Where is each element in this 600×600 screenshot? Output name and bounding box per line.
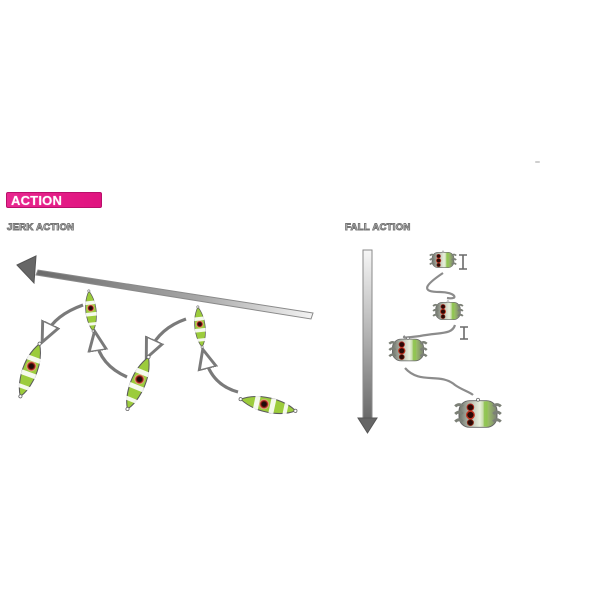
fall-lure-icon	[432, 299, 464, 321]
jerk-direction-arrow-icon	[16, 255, 314, 320]
action-section-badge: ACTION	[6, 192, 102, 208]
fall-lure-icon	[453, 396, 503, 429]
measure-marker-icon	[459, 254, 467, 270]
jerk-lure-icon	[83, 288, 99, 334]
action-section-title: ACTION	[11, 193, 63, 208]
fall-lure-icon	[388, 335, 428, 363]
measure-marker-icon	[460, 326, 468, 340]
jerk-lure-icon	[119, 352, 157, 414]
jerk-lure-icon	[12, 339, 48, 401]
stray-mark	[535, 161, 540, 163]
jerk-lure-icon	[192, 304, 208, 350]
fall-line-path	[402, 272, 474, 396]
jerk-action-label: JERK ACTION	[6, 222, 75, 234]
jerk-motion-arrows	[46, 303, 239, 394]
fall-direction-arrow-icon	[357, 249, 378, 434]
jerk-lure-icon	[236, 391, 300, 419]
fall-lure-icon	[428, 250, 458, 269]
fall-action-label: FALL ACTION	[345, 222, 411, 234]
